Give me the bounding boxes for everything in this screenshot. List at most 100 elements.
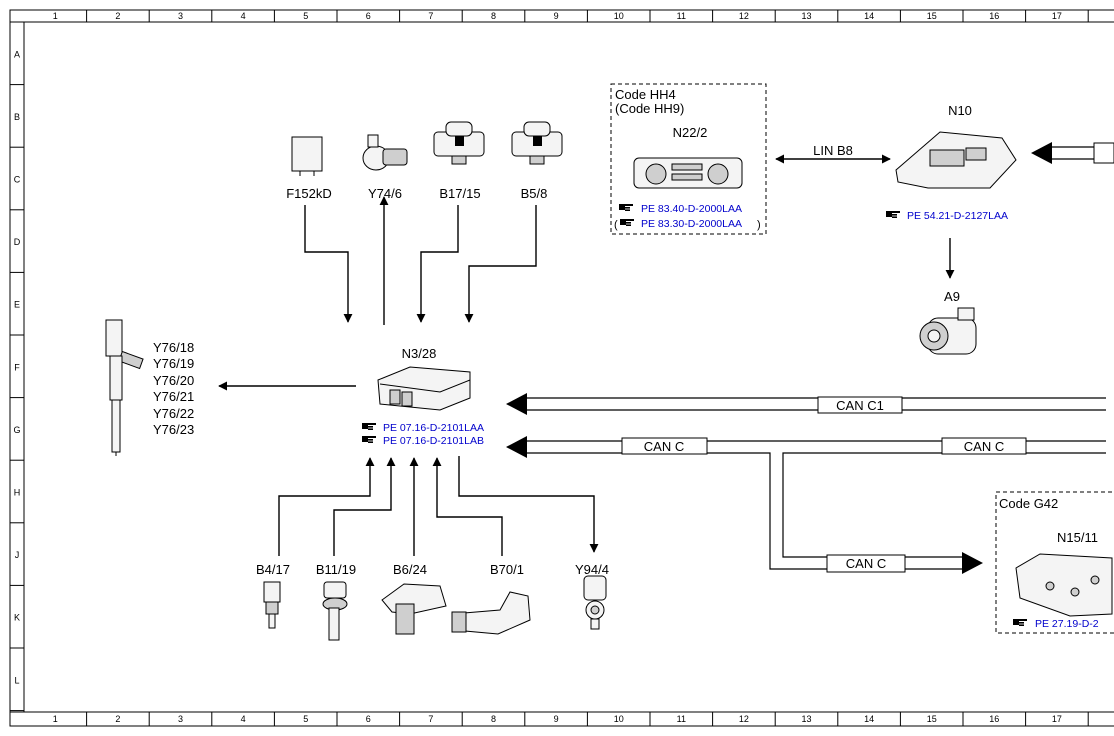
can-c1-bus: [506, 393, 1106, 415]
wire-b17-15: [416, 205, 459, 323]
pointing-hand-icon: [620, 219, 634, 226]
label-b11-19: B11/19: [316, 562, 356, 577]
label-n22-2: N22/2: [673, 125, 708, 140]
ref-n3-28-a[interactable]: PE 07.16-D-2101LAA: [383, 422, 484, 434]
wire-f152kd: [304, 205, 353, 323]
ref-n22-2-a[interactable]: PE 83.40-D-2000LAA: [641, 203, 742, 215]
label-code-g42: Code G42: [999, 496, 1058, 511]
y74-6-valve-icon: [362, 134, 408, 171]
row-label-G: G: [13, 425, 20, 435]
column-label-9: 9: [554, 11, 559, 21]
label-n10: N10: [948, 103, 972, 118]
column-label-5: 5: [303, 11, 308, 21]
can-c-label-lower: CAN C: [846, 556, 886, 571]
column-label-15: 15: [927, 11, 937, 21]
label-y76-19: Y76/19: [153, 356, 194, 371]
can-c-label-left: CAN C: [644, 439, 684, 454]
row-label-H: H: [14, 488, 21, 498]
column-label-11: 11: [677, 714, 686, 724]
wire-b4-17: [278, 457, 375, 556]
ref-n10[interactable]: PE 54.21-D-2127LAA: [907, 210, 1008, 222]
column-label-8: 8: [491, 11, 496, 21]
b17-15-sensor-icon: [433, 121, 485, 165]
pointing-hand-icon: [362, 423, 376, 430]
ref-n22-2-b[interactable]: PE 83.30-D-2000LAA: [641, 218, 742, 230]
label-b70-1: B70/1: [490, 562, 524, 577]
label-b17-15: B17/15: [439, 186, 480, 201]
column-label-15: 15: [927, 714, 937, 724]
column-label-16: 16: [989, 714, 999, 724]
row-label-B: B: [14, 112, 20, 122]
column-label-6: 6: [366, 11, 371, 21]
column-label-6: 6: [366, 714, 371, 724]
row-label-L: L: [14, 675, 19, 685]
column-label-12: 12: [739, 714, 749, 724]
pointing-hand-icon: [619, 204, 633, 211]
label-code-hh9: (Code HH9): [615, 101, 684, 116]
wire-b5-8: [464, 205, 537, 323]
label-b6-24: B6/24: [393, 562, 427, 577]
column-label-10: 10: [614, 714, 624, 724]
column-label-14: 14: [864, 714, 874, 724]
column-label-11: 11: [677, 11, 686, 21]
y76-injector-icon: [105, 319, 144, 456]
label-f152kd: F152kD: [286, 186, 332, 201]
b11-19-sensor-icon: [322, 581, 348, 641]
label-b5-8: B5/8: [521, 186, 548, 201]
wire-b70-1: [432, 457, 503, 556]
pointing-hand-icon: [1013, 619, 1027, 626]
y94-4-valve-icon: [583, 575, 607, 630]
code-hh4-box: [610, 83, 767, 235]
can-c-label-right: CAN C: [964, 439, 1004, 454]
pointing-hand-icon: [362, 436, 376, 443]
ref-bracket-open: (: [614, 219, 618, 231]
b5-8-sensor-icon: [511, 121, 563, 165]
column-label-1: 1: [53, 11, 58, 21]
column-label-7: 7: [428, 11, 433, 21]
ref-n3-28-b[interactable]: PE 07.16-D-2101LAB: [383, 435, 484, 447]
column-label-9: 9: [554, 714, 559, 724]
column-label-14: 14: [864, 11, 874, 21]
label-lin-b8: LIN B8: [813, 143, 853, 158]
a9-compressor-icon: [919, 307, 977, 355]
pointing-hand-icon: [886, 211, 900, 218]
n15-11-module-icon: [1015, 553, 1113, 617]
label-y94-4: Y94/4: [575, 562, 609, 577]
row-label-A: A: [14, 49, 20, 59]
column-label-17: 17: [1052, 714, 1062, 724]
row-label-C: C: [14, 175, 21, 185]
row-label-E: E: [14, 300, 20, 310]
row-label-D: D: [14, 237, 21, 247]
column-label-17: 17: [1052, 11, 1062, 21]
b6-24-sensor-icon: [381, 583, 447, 635]
wire-b11-19: [333, 457, 396, 556]
ref-n15-11[interactable]: PE 27.19-D-2: [1035, 618, 1099, 630]
n3-28-control-unit-icon: [377, 366, 471, 411]
label-y74-6: Y74/6: [368, 186, 402, 201]
b70-1-sensor-icon: [451, 591, 531, 635]
row-label-F: F: [14, 362, 20, 372]
label-y76-20: Y76/20: [153, 373, 194, 388]
label-b4-17: B4/17: [256, 562, 290, 577]
column-label-2: 2: [115, 714, 120, 724]
n10-bus-arrow: [1031, 142, 1114, 164]
column-label-12: 12: [739, 11, 749, 21]
drawing-frame: [9, 9, 1114, 727]
column-label-7: 7: [428, 714, 433, 724]
column-label-13: 13: [801, 11, 811, 21]
column-label-1: 1: [53, 714, 58, 724]
ref-bracket-close: ): [757, 219, 761, 231]
can-c1-label: CAN C1: [836, 398, 884, 413]
b4-17-sensor-icon: [263, 581, 281, 629]
column-label-4: 4: [241, 11, 246, 21]
label-n15-11: N15/11: [1057, 530, 1098, 545]
label-y76-23: Y76/23: [153, 422, 194, 437]
label-n3-28: N3/28: [402, 346, 437, 361]
label-y76-18: Y76/18: [153, 340, 194, 355]
column-label-16: 16: [989, 11, 999, 21]
column-label-4: 4: [241, 714, 246, 724]
